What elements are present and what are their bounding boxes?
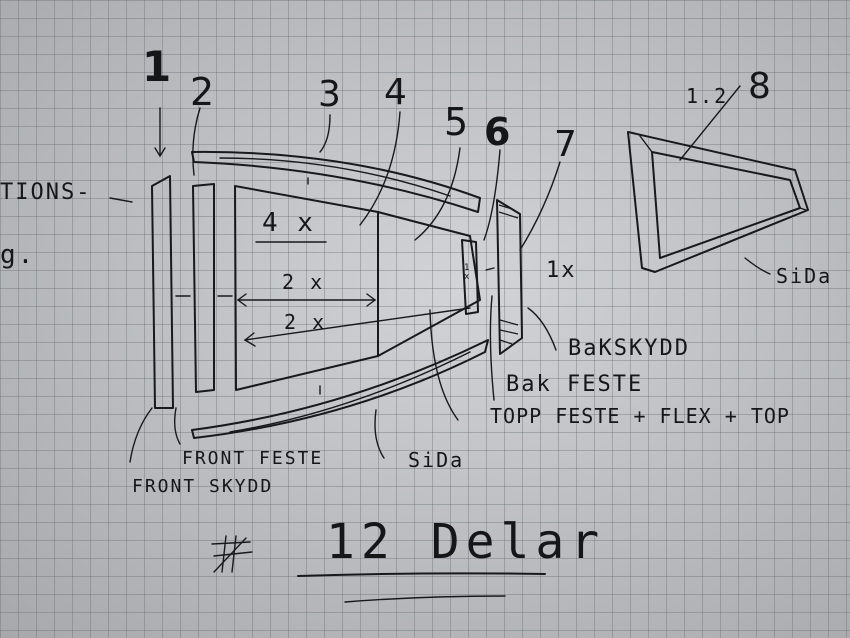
rear-panel <box>377 211 481 357</box>
front-skydd-label: FRONT SKYDD <box>132 476 274 497</box>
bak-feste-label: Bak FESTE <box>506 372 644 397</box>
front-plate-1 <box>151 175 174 409</box>
number-4-label: 4 <box>384 72 409 113</box>
part-1-2-label: 1.2 <box>686 84 729 108</box>
number-2-label: 2 <box>190 70 217 114</box>
qty-2x-label-a: 2 x <box>282 270 325 294</box>
qty-4x-label: 4 x <box>262 208 315 238</box>
front-plate-2 <box>192 183 215 393</box>
bak-skydd-label: BaKSKYDD <box>568 336 690 361</box>
side-view-frame <box>627 131 809 273</box>
sida-label: SiDa <box>408 448 465 472</box>
number-7-label: 7 <box>554 124 579 165</box>
number-8-label: 8 <box>748 66 773 107</box>
bak-feste-piece <box>461 239 479 315</box>
bottom-rail <box>191 339 489 439</box>
total-parts-label: 12 Delar <box>326 514 606 570</box>
sida-right-label: SiDa <box>776 264 833 288</box>
scribble-mark <box>211 535 253 573</box>
qty-1x-small-label: 1 x <box>464 263 470 282</box>
number-3-label: 3 <box>318 74 343 115</box>
topp-feste-label: TOPP FESTE + FLEX + TOP <box>490 404 790 428</box>
edge-text-bottom: g. <box>0 240 36 270</box>
front-feste-label: FRONT FESTE <box>182 448 324 469</box>
number-1-label: 1 <box>142 42 174 91</box>
edge-text-top: TIONS- <box>0 180 92 205</box>
number-6-label: 6 <box>484 110 513 154</box>
top-rail <box>191 150 481 213</box>
qty-2x-label-b: 2 x <box>284 310 327 334</box>
bak-skydd-piece <box>496 199 523 355</box>
number-5-label: 5 <box>444 100 471 144</box>
qty-1x-label: 1x <box>546 258 577 283</box>
